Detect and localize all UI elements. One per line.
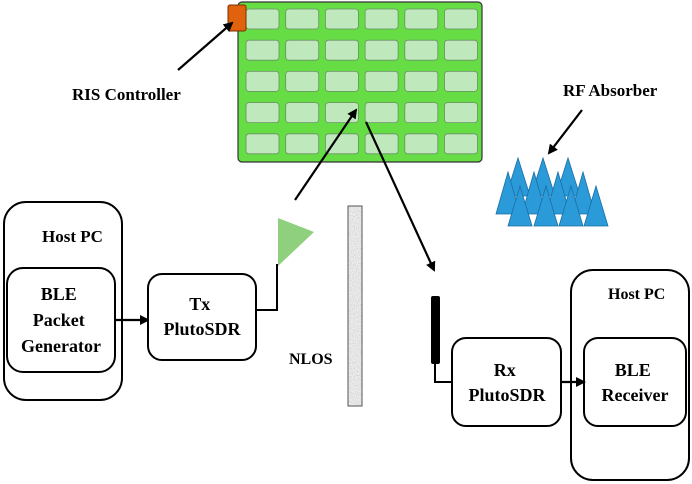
ble-receiver-label: BLE Receiver: [602, 360, 669, 405]
ble-packet-generator-line-1: BLE: [41, 284, 77, 304]
ris-element-cell: [404, 39, 439, 61]
host-pc-right-label: Host PC: [608, 286, 665, 303]
ble-packet-generator-line-2: Packet: [33, 310, 85, 330]
tx-plutosdr-label: Tx PlutoSDR: [163, 294, 241, 339]
nlos-obstacle-outline: [347, 205, 363, 407]
tx-antenna-feed: [256, 264, 278, 311]
host-pc-left-label: Host PC: [42, 227, 103, 246]
absorber-spike: [521, 170, 547, 215]
ris-element-cell: [364, 39, 399, 61]
ris-element-cell: [444, 102, 478, 123]
rf-absorber-label: RF Absorber: [563, 81, 658, 100]
ble-receiver-box: [583, 337, 687, 427]
rf-absorber-arrow: [547, 109, 583, 155]
absorber-spike: [533, 184, 559, 227]
ble-receiver-line-2: Receiver: [602, 385, 669, 405]
rx-plutosdr-label: Rx PlutoSDR: [468, 360, 546, 405]
ris-element-cell: [245, 39, 280, 61]
ris-panel: [237, 1, 483, 163]
rx-plutosdr-line-2: PlutoSDR: [468, 385, 546, 405]
ris-element-cell: [245, 133, 280, 155]
ris-element-cell: [245, 71, 280, 92]
tx-to-ris-arrow: [294, 108, 358, 201]
rx-antenna-feed: [434, 364, 452, 383]
tx-antenna-icon: [278, 218, 314, 266]
nlos-label: NLOS: [289, 351, 333, 368]
absorber-spike: [570, 170, 596, 215]
ris-element-cell: [444, 133, 478, 155]
tx-plutosdr-line-2: PlutoSDR: [163, 319, 241, 339]
ris-element-cell: [404, 102, 439, 123]
ris-controller-label: RIS Controller: [72, 85, 181, 104]
ble-receiver-line-1: BLE: [615, 360, 651, 380]
rx-plutosdr-line-1: Rx: [494, 360, 516, 380]
tx-plutosdr-box: [147, 273, 257, 361]
ris-element-cell: [245, 8, 280, 30]
ris-element-cell: [245, 102, 280, 123]
ris-element-cell: [364, 133, 399, 155]
ris-element-cell: [444, 71, 478, 92]
ris-element-cell: [285, 71, 320, 92]
ris-element-cell: [444, 8, 478, 30]
rx-antenna-icon: [431, 296, 440, 364]
ris-element-cell: [285, 8, 320, 30]
absorber-spike: [558, 184, 584, 227]
ris-to-rx-arrow: [365, 121, 436, 272]
ris-element-cell: [324, 133, 359, 155]
ris-element-cell: [404, 71, 439, 92]
tx-plutosdr-line-1: Tx: [189, 294, 210, 314]
ris-element-cell: [364, 71, 399, 92]
ris-element-cell: [324, 71, 359, 92]
ris-element-cell: [324, 8, 359, 30]
ris-element-cell: [285, 133, 320, 155]
ris-element-cell: [404, 8, 439, 30]
ris-element-cell: [364, 8, 399, 30]
ris-element-cell: [364, 102, 399, 123]
ris-controller-chip: [227, 4, 247, 32]
ble-packet-generator-label: BLE Packet Generator: [21, 284, 101, 356]
ris-element-cell: [285, 39, 320, 61]
ris-cell-grid: [245, 8, 478, 155]
ris-element-cell: [404, 133, 439, 155]
ris-controller-arrow: [177, 21, 234, 71]
rx-plutosdr-box: [451, 337, 562, 427]
ble-packet-generator-line-3: Generator: [21, 336, 101, 356]
ris-element-cell: [444, 39, 478, 61]
ris-element-cell: [324, 39, 359, 61]
absorber-spike: [545, 170, 571, 215]
absorber-spike: [495, 170, 521, 215]
absorber-spike: [507, 184, 533, 227]
ris-element-cell: [285, 102, 320, 123]
rf-absorber-icon: [495, 156, 609, 227]
absorber-spike: [583, 184, 609, 227]
nlos-obstacle: [347, 205, 363, 407]
